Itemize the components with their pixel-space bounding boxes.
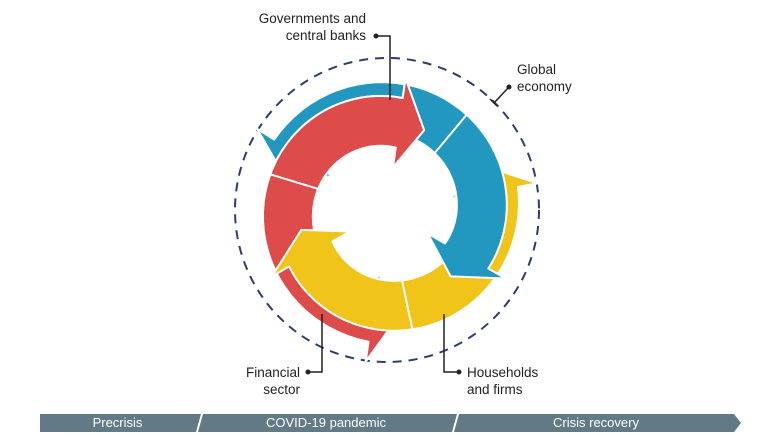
financial-leader-dot <box>305 369 311 375</box>
timeline-segment-recovery <box>454 414 741 432</box>
financial-arrow-head <box>269 77 426 190</box>
financial-leader <box>309 314 323 373</box>
label-governments-line2: central banks <box>285 28 366 43</box>
leader-lines <box>309 35 509 373</box>
label-global-economy: Global economy <box>517 61 572 95</box>
governments-leader <box>376 35 391 100</box>
label-global-line2: economy <box>517 79 572 94</box>
global-leader-dot <box>506 84 512 90</box>
label-global-line1: Global <box>517 62 557 77</box>
label-financial-line2: sector <box>263 382 300 397</box>
global-leader <box>493 87 509 104</box>
label-governments-line1: Governments and <box>258 11 366 26</box>
timeline-segment-precrisis <box>40 414 201 432</box>
label-governments: Governments and central banks <box>220 10 366 44</box>
households-leader <box>443 314 458 373</box>
timeline-label-pandemic: COVID-19 pandemic <box>266 415 386 430</box>
governments-arrow-head <box>426 113 508 280</box>
timeline-segment-pandemic <box>198 414 457 432</box>
label-financial-line1: Financial <box>245 365 300 380</box>
timeline-label-precrisis: Precrisis <box>92 415 143 430</box>
label-financial-sector: Financial sector <box>200 364 300 398</box>
label-households-line1: Households <box>467 365 539 380</box>
global-economy-dashed-circle <box>234 57 540 363</box>
timeline-label-recovery: Crisis recovery <box>553 415 639 430</box>
label-households: Households and firms <box>467 364 538 398</box>
households-leader-dot <box>456 369 462 375</box>
timeline-bar <box>40 414 741 432</box>
governments-leader-dot <box>373 33 379 39</box>
households-arrow-head <box>270 228 414 332</box>
label-households-line2: and firms <box>467 382 523 397</box>
